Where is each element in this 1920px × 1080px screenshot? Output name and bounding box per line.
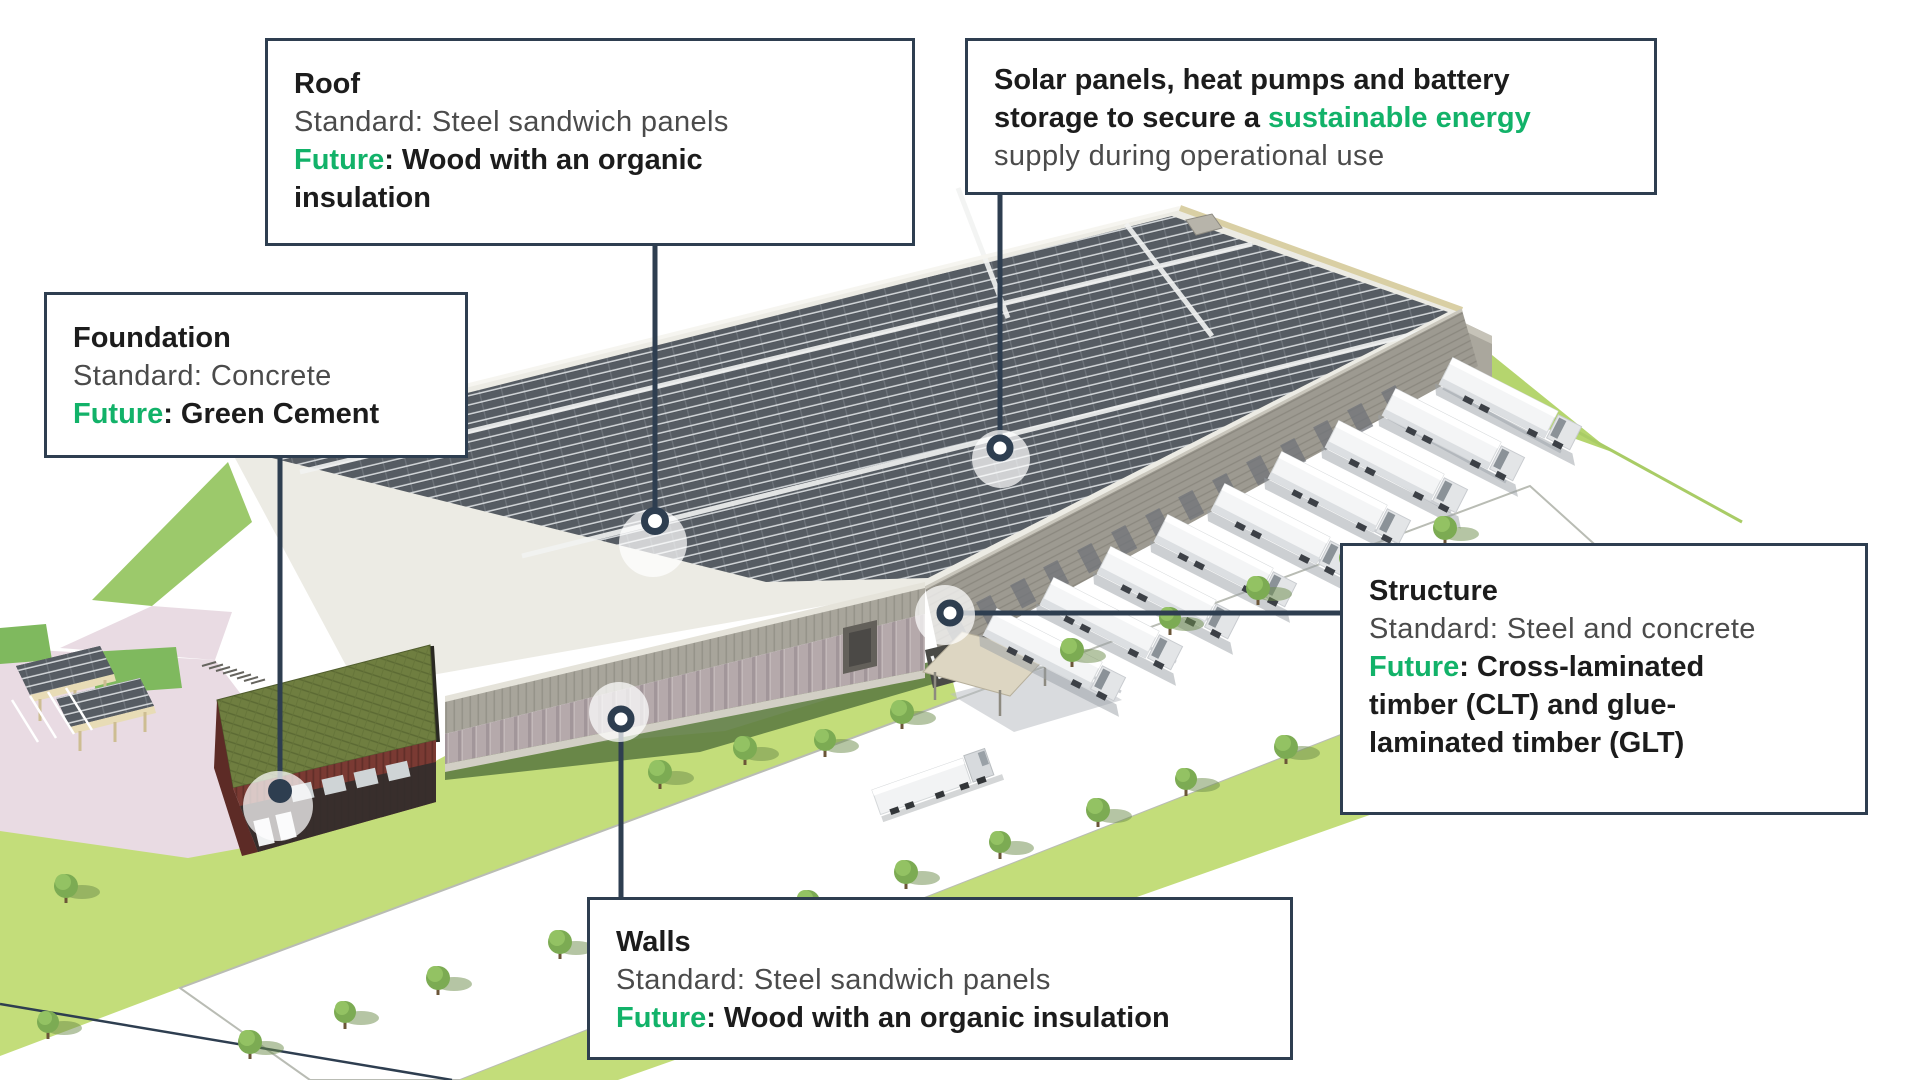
- solar-panel-field: [240, 216, 1448, 582]
- callout-solar-line1: Solar panels, heat pumps and battery: [994, 64, 1510, 96]
- callout-structure-future: Future: Cross-laminated: [1369, 651, 1705, 683]
- front-wall-door: [849, 628, 871, 667]
- truck: [979, 607, 1127, 717]
- walls-marker-ring-icon: [607, 705, 635, 733]
- callout-roof: Roof Standard: Steel sandwich panels Fut…: [265, 38, 915, 246]
- tree: [1274, 735, 1320, 764]
- callout-structure: Structure Standard: Steel and concrete F…: [1340, 543, 1868, 815]
- crosswalk-hatch: [201, 661, 266, 685]
- tree: [1246, 576, 1292, 605]
- front-wall-panels: [445, 614, 925, 764]
- tree: [648, 760, 694, 789]
- callout-foundation-title: Foundation: [73, 322, 231, 354]
- tree: [238, 1030, 284, 1059]
- callout-solar-line2: storage to secure a sustainable energy: [994, 102, 1531, 134]
- rooftop-unit: [1185, 213, 1223, 236]
- tree: [54, 874, 100, 903]
- callout-walls: Walls Standard: Steel sandwich panels Fu…: [587, 897, 1293, 1060]
- warehouse-building: [214, 187, 1562, 856]
- callout-foundation: Foundation Standard: Concrete Future: Gr…: [44, 292, 468, 458]
- front-wall-upper: [445, 588, 925, 734]
- parking-stall-lines: [10, 687, 94, 743]
- callout-roof-standard: Standard: Steel sandwich panels: [294, 106, 729, 138]
- truck: [1435, 356, 1583, 466]
- tree: [548, 930, 594, 959]
- roof-ne-edge: [1178, 205, 1464, 313]
- solar-carport: [10, 646, 156, 751]
- callout-walls-standard: Standard: Steel sandwich panels: [616, 964, 1051, 996]
- tree: [733, 736, 779, 765]
- truck: [1378, 387, 1526, 497]
- curb-line: [0, 1002, 453, 1080]
- tree: [814, 729, 859, 757]
- roof-marker-halo: [619, 509, 687, 577]
- callout-roof-future-wrap: insulation: [294, 182, 431, 214]
- callout-walls-future: Future: Wood with an organic insulation: [616, 1002, 1170, 1034]
- tree: [426, 966, 472, 995]
- callout-roof-title: Roof: [294, 68, 361, 100]
- callout-structure-future-wrap: timber (CLT) and glue-: [1369, 689, 1677, 721]
- callout-foundation-standard: Standard: Concrete: [73, 360, 332, 392]
- tree: [1086, 798, 1132, 827]
- truck: [1321, 419, 1469, 529]
- tree: [334, 1001, 379, 1029]
- callout-structure-standard: Standard: Steel and concrete: [1369, 613, 1756, 645]
- tree: [890, 700, 936, 729]
- hedge: [0, 624, 52, 664]
- tree: [1433, 516, 1479, 545]
- dock-eave: [924, 308, 1463, 590]
- lawn-left: [0, 662, 958, 1056]
- callout-solar-line3: supply during operational use: [994, 140, 1385, 172]
- callout-walls-title: Walls: [616, 926, 691, 958]
- front-wall-base: [445, 670, 925, 772]
- road-truck: [871, 747, 1005, 823]
- leader-lines: [277, 193, 1342, 899]
- markers: [243, 430, 1030, 841]
- green-wedge-upper-left: [92, 462, 252, 606]
- hedge: [90, 647, 182, 694]
- foundation-marker-halo: [243, 771, 313, 841]
- callout-solar-energy: Solar panels, heat pumps and battery sto…: [965, 38, 1657, 195]
- solar-marker-ring-icon: [986, 434, 1014, 462]
- tree: [1060, 638, 1106, 667]
- tree: [37, 1011, 82, 1039]
- tree: [989, 831, 1034, 859]
- structure-marker-ring-icon: [936, 599, 964, 627]
- callout-structure-future-wrap: laminated timber (GLT): [1369, 727, 1685, 759]
- roof-marker-ring-icon: [641, 507, 669, 535]
- callout-roof-future: Future: Wood with an organic: [294, 144, 703, 176]
- callout-foundation-future: Future: Green Cement: [73, 398, 380, 430]
- tree: [1175, 768, 1220, 796]
- truck: [1264, 450, 1412, 560]
- road-pink-upper: [60, 606, 232, 660]
- tree: [894, 860, 940, 889]
- container-side: [214, 700, 258, 856]
- foundation-marker-dot-icon: [268, 779, 292, 803]
- green-wedge-right: [1466, 334, 1612, 452]
- callout-structure-title: Structure: [1369, 575, 1498, 607]
